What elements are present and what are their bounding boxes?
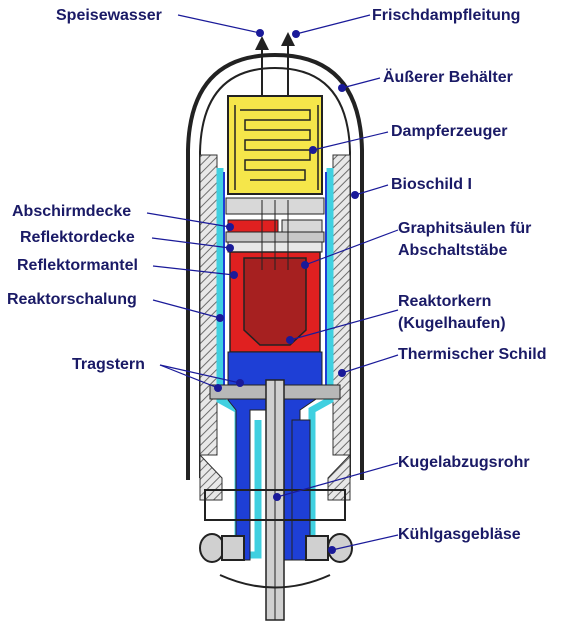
outer-vessel: [186, 52, 364, 480]
leader-lines: [146, 14, 399, 551]
bioshield-right: [332, 154, 351, 456]
label-dampferzeuger: Dampferzeuger: [391, 123, 507, 140]
label-graphitsaeulen-line1: Graphitsäulen für: [398, 220, 531, 237]
label-kuehlgasgeblaese: Kühlgasgebläse: [398, 526, 521, 543]
reactor-core: [243, 257, 307, 346]
steam-generator-coils: [234, 105, 319, 190]
label-thermischer-schild: Thermischer Schild: [398, 346, 547, 363]
leader-dots: [214, 29, 359, 554]
label-reflektordecke: Reflektordecke: [20, 229, 135, 246]
steam-generator: [227, 95, 323, 195]
label-kugelabzugsrohr: Kugelabzugsrohr: [398, 454, 530, 471]
shutdown-rods: [261, 200, 289, 270]
reflector-ceiling-red: [227, 219, 279, 233]
label-frischdampfleitung: Frischdampfleitung: [372, 7, 520, 24]
label-reaktorkern-line2: (Kugelhaufen): [398, 315, 506, 332]
label-speisewasser: Speisewasser: [56, 7, 162, 24]
label-reaktorschalung: Reaktorschalung: [7, 291, 137, 308]
label-abschirmdecke: Abschirmdecke: [12, 203, 131, 220]
vessel-drawing: [186, 32, 364, 621]
coolant-blowers: [199, 489, 353, 589]
label-reflektormantel: Reflektormantel: [17, 257, 138, 274]
label-bioschild: Bioschild I: [391, 176, 472, 193]
label-tragstern: Tragstern: [72, 356, 145, 373]
label-aeusserer-behaelter: Äußerer Behälter: [383, 68, 513, 86]
bioshield-left: [199, 154, 218, 456]
label-reaktorkern-line1: Reaktorkern: [398, 293, 491, 310]
labels: Speisewasser Frischdampfleitung Äußerer …: [7, 7, 547, 543]
label-graphitsaeulen-line2: Abschaltstäbe: [398, 242, 507, 259]
